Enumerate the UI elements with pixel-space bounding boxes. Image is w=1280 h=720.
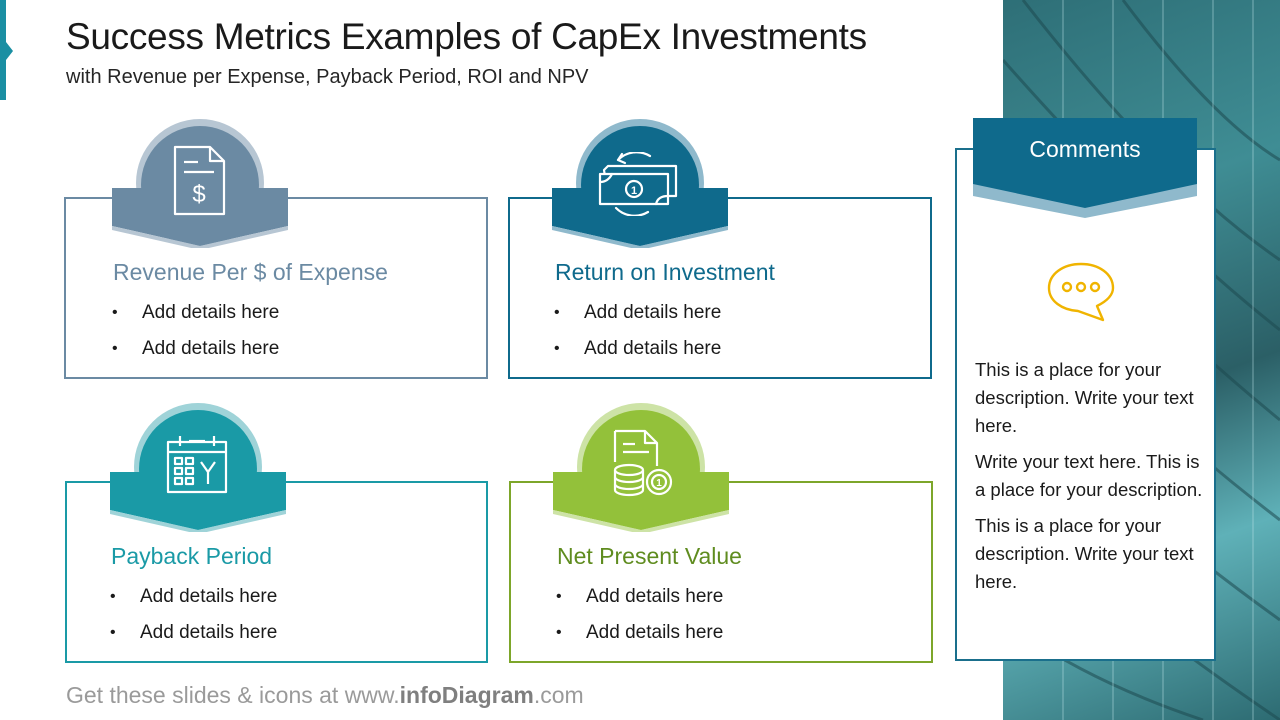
money-cycle-icon: 1 [598,152,678,216]
comment-paragraph: This is a place for your description. Wr… [975,515,1194,592]
metric-bullets: Add details here Add details here [110,579,277,651]
metric-badge-npv: 1 [553,402,729,532]
bullet-item: Add details here [556,579,723,615]
accent-bar [0,0,6,100]
bullet-item: Add details here [112,331,279,367]
bullet-item: Add details here [556,615,723,651]
document-coins-icon: 1 [613,429,673,497]
metric-bullets: Add details here Add details here [112,295,279,367]
bullet-item: Add details here [110,579,277,615]
comments-heading: Comments [1029,136,1141,162]
accent-arrow [6,42,13,60]
footer-prefix: Get these slides & icons at www. [66,682,400,708]
bullet-item: Add details here [554,295,721,331]
bullet-item: Add details here [112,295,279,331]
metric-badge-roi: 1 [552,118,728,248]
svg-text:1: 1 [631,185,637,197]
comment-paragraph: This is a place for your description. Wr… [975,359,1194,436]
comments-panel [955,148,1216,661]
bullet-item: Add details here [554,331,721,367]
footer-suffix: .com [533,682,584,708]
metric-badge-revenue: $ [112,118,288,248]
document-dollar-icon: $ [173,145,226,216]
svg-text:$: $ [192,181,205,208]
metric-title: Revenue Per $ of Expense [113,259,388,285]
metric-bullets: Add details here Add details here [554,295,721,367]
chat-bubble-icon [1047,262,1115,322]
comment-paragraph: Write your text here. This is a place fo… [975,451,1203,500]
footer-credit: Get these slides & icons at www.infoDiag… [66,682,584,709]
footer-brand: infoDiagram [399,682,534,708]
comments-header-banner [973,118,1197,218]
slide-subtitle: with Revenue per Expense, Payback Period… [66,66,589,88]
metric-badge-payback [110,402,286,532]
metric-title: Net Present Value [557,543,742,569]
slide-title: Success Metrics Examples of CapEx Invest… [66,16,867,57]
bullet-item: Add details here [110,615,277,651]
svg-text:1: 1 [656,478,662,489]
calendar-yen-icon [166,436,228,494]
comments-body: This is a place for your description. Wr… [975,356,1205,604]
metric-bullets: Add details here Add details here [556,579,723,651]
metric-title: Payback Period [111,543,273,569]
metric-title: Return on Investment [555,259,775,285]
